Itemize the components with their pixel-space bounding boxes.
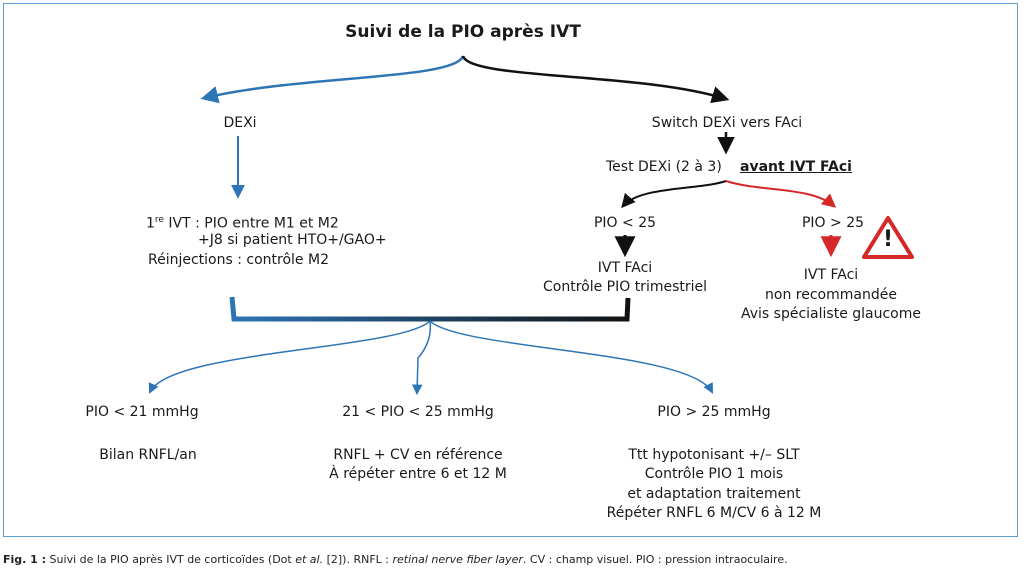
dexi-label: DEXi bbox=[223, 115, 257, 131]
pio-low-label: PIO < 25 bbox=[593, 215, 657, 231]
outcome-1-line-1: Bilan RNFL/an bbox=[99, 447, 197, 463]
outcome-3-line-2: Contrôle PIO 1 mois bbox=[644, 466, 784, 482]
test-label: Test DEXi (2 à 3) bbox=[606, 159, 722, 175]
outcome-3-line-4: Répéter RNFL 6 M/CV 6 à 12 M bbox=[606, 505, 822, 521]
outcome-2-line-1: RNFL + CV en référence bbox=[333, 447, 503, 463]
diagram-title: Suivi de la PIO après IVT bbox=[345, 22, 581, 42]
figure-caption: Fig. 1 : Suivi de la PIO après IVT de co… bbox=[3, 553, 788, 566]
outcome-1-label: PIO < 21 mmHg bbox=[85, 404, 199, 420]
split-low-arrow bbox=[621, 180, 727, 209]
outcome-3-label: PIO > 25 mmHg bbox=[657, 404, 771, 420]
pio-high-line-3: Avis spécialiste glaucome bbox=[740, 306, 922, 322]
outcome-2-label: 21 < PIO < 25 mmHg bbox=[342, 404, 494, 420]
merge-bracket bbox=[229, 296, 631, 322]
left-line-3: Réinjections : contrôle M2 bbox=[148, 252, 329, 268]
flowchart-connectors bbox=[148, 55, 914, 396]
outcome-arrow-2 bbox=[411, 320, 432, 396]
split-high-arrow bbox=[725, 180, 837, 208]
top-right-arrow bbox=[461, 55, 730, 104]
outcome-2-line-2: À répéter entre 6 et 12 M bbox=[329, 466, 507, 482]
outcome-arrow-3 bbox=[429, 320, 713, 394]
pio-low-line-2: Contrôle PIO trimestriel bbox=[542, 279, 708, 295]
switch-label: Switch DEXi vers FAci bbox=[651, 115, 803, 131]
pio-low-line-1: IVT FAci bbox=[597, 260, 653, 276]
outcome-arrow-1 bbox=[148, 320, 431, 394]
left-line-2: +J8 si patient HTO+/GAO+ bbox=[198, 232, 387, 248]
warning-triangle-icon bbox=[862, 216, 914, 259]
top-left-arrow bbox=[200, 55, 465, 104]
warning-exclamation: ! bbox=[882, 227, 894, 252]
outcome-3-line-3: et adaptation traitement bbox=[627, 486, 801, 502]
test-emph-label: avant IVT FAci bbox=[740, 159, 852, 175]
outcome-3-line-1: Ttt hypotonisant +/– SLT bbox=[628, 447, 800, 463]
pio-high-line-2: non recommandée bbox=[765, 287, 897, 303]
left-line-1: 1re IVT : PIO entre M1 et M2 bbox=[146, 215, 339, 232]
pio-high-label: PIO > 25 bbox=[801, 215, 865, 231]
pio-high-line-1: IVT FAci bbox=[803, 267, 859, 283]
diagram-frame bbox=[3, 3, 1018, 537]
